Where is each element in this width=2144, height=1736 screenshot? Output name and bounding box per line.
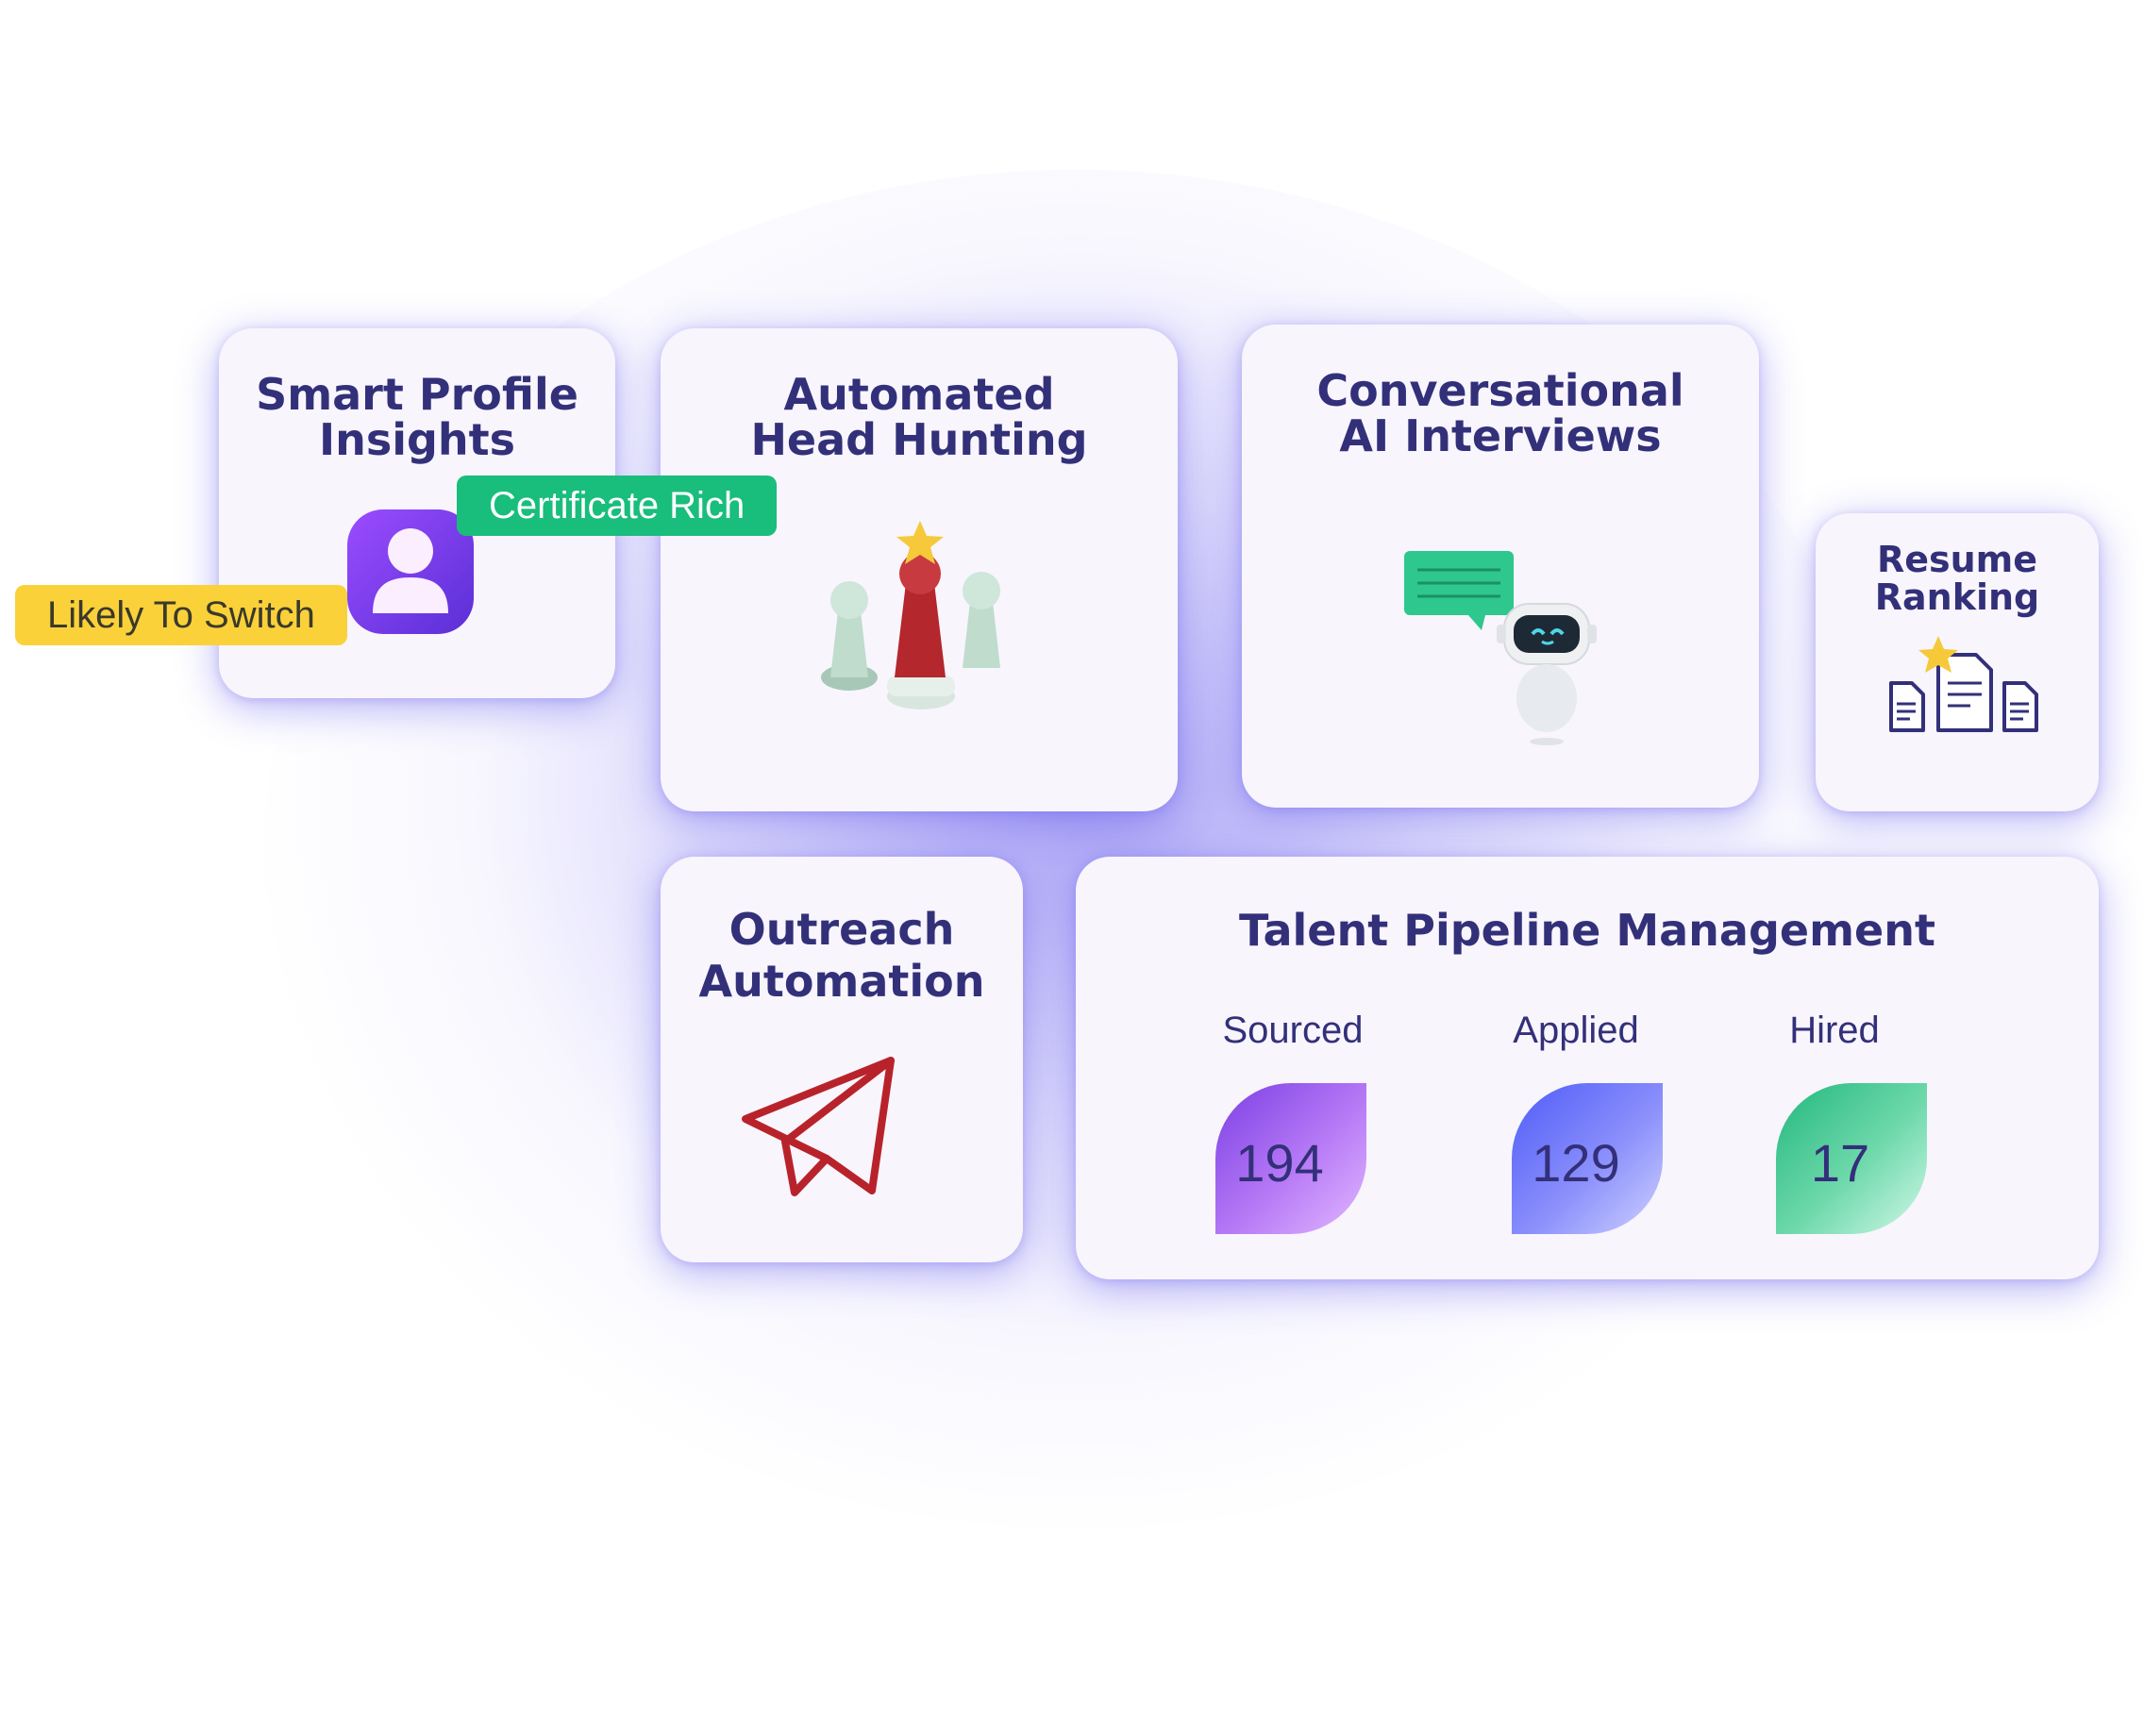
stat-label-applied: Applied: [1513, 1010, 1639, 1051]
tag-certificate-rich: Certificate Rich: [457, 476, 778, 536]
card-title: Smart Profile Insights: [256, 369, 578, 466]
card-title: Outreach Automation: [698, 904, 985, 1008]
ranked-documents-icon: [1889, 636, 2038, 732]
stat-value-hired: 17: [1810, 1132, 1870, 1193]
card-resume-ranking[interactable]: Resume Ranking: [1816, 513, 2099, 811]
stat-tile-hired: 17: [1776, 1083, 1927, 1234]
stat-label-hired: Hired: [1789, 1010, 1880, 1051]
card-talent-pipeline-management[interactable]: Talent Pipeline Management Sourced 194 A…: [1076, 857, 2099, 1279]
card-title: Talent Pipeline Management: [1239, 905, 1935, 956]
paper-plane-icon: [742, 1057, 895, 1196]
chat-robot-icon: [1404, 551, 1597, 745]
stat-value-sourced: 194: [1235, 1132, 1324, 1193]
card-outreach-automation[interactable]: Outreach Automation: [661, 857, 1023, 1262]
card-conversational-ai-interviews[interactable]: Conversational AI Interviews: [1242, 325, 1759, 808]
card-title: Conversational AI Interviews: [1316, 365, 1684, 462]
stat-label-sourced: Sourced: [1222, 1010, 1364, 1051]
user-profile-icon: [347, 509, 474, 634]
stat-tile-applied: 129: [1512, 1083, 1663, 1234]
chess-pawns-icon: [821, 521, 1000, 709]
card-automated-head-hunting[interactable]: Automated Head Hunting: [661, 328, 1178, 811]
card-title: Resume Ranking: [1874, 539, 2040, 618]
tag-likely-to-switch: Likely To Switch: [15, 585, 347, 645]
stat-tile-sourced: 194: [1215, 1083, 1366, 1234]
card-title: Automated Head Hunting: [750, 369, 1088, 466]
stat-value-applied: 129: [1532, 1132, 1620, 1193]
